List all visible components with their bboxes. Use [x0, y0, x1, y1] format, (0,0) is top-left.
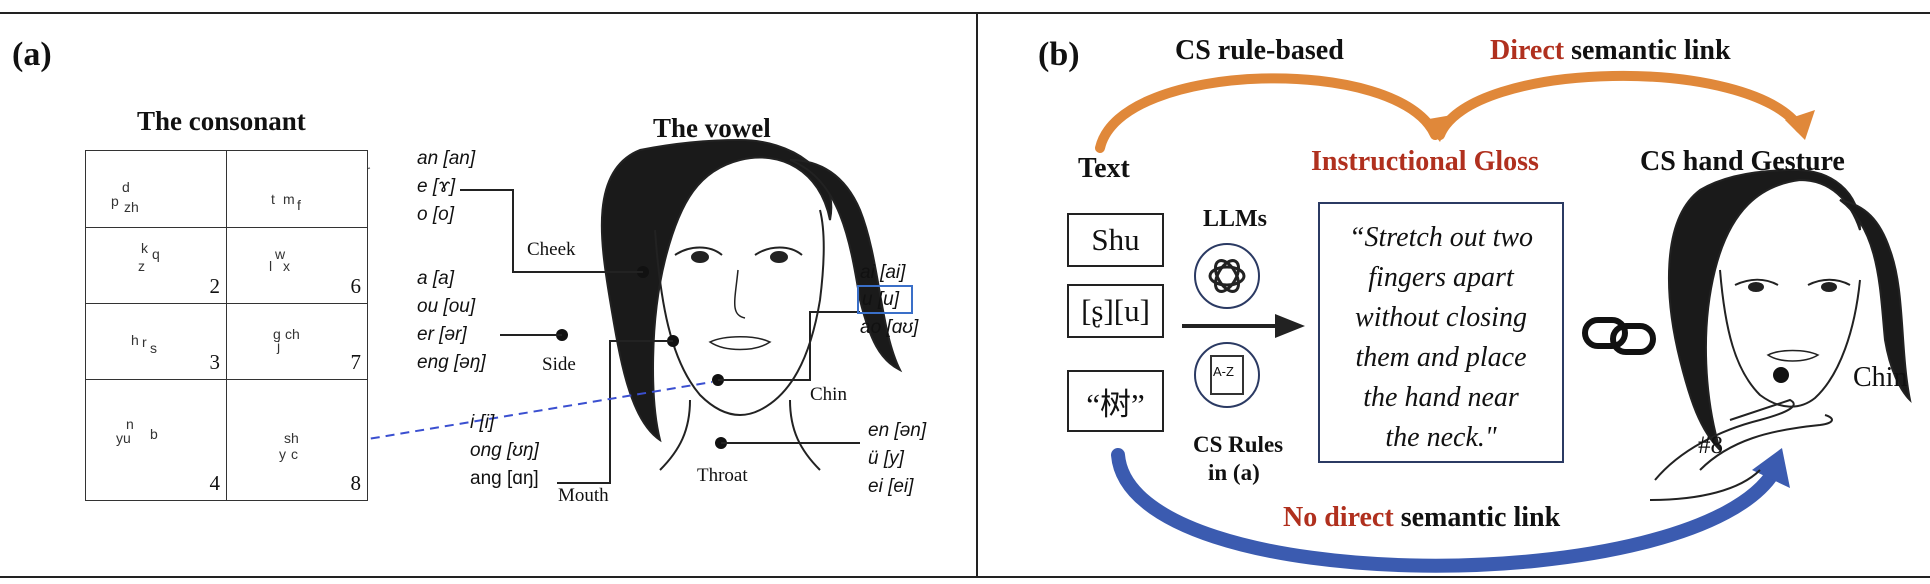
vowel-cheek-1: an [an] — [417, 148, 476, 169]
cell-letter: d — [122, 179, 130, 195]
vowel-throat-3: ei [ei] — [868, 476, 914, 497]
gloss-heading: Instructional Gloss — [1311, 146, 1539, 177]
region-mouth-label: Mouth — [558, 485, 609, 506]
no-direct-words: No direct — [1283, 502, 1394, 533]
vowel-side-2: ou [ou] — [417, 296, 476, 317]
consonant-cell-3: h r s 3 — [85, 303, 227, 380]
region-chin-label: Chin — [810, 384, 847, 405]
cell-letter: l — [269, 258, 273, 274]
vowel-chin-1: ai [ai] — [860, 262, 906, 283]
consonant-cell-6: w l x 6 — [226, 227, 368, 304]
cs-rule-based-caption: CS rule-based — [1175, 35, 1344, 66]
vowel-chin-3: ao [ɑʊ] — [860, 317, 919, 338]
vowel-cheek-2: e [ɤ] — [417, 176, 456, 197]
top-border — [0, 12, 1930, 14]
panel-divider — [976, 12, 978, 578]
vowel-side-1: a [a] — [417, 268, 454, 289]
gloss-line: fingers apart — [1368, 262, 1514, 293]
semantic-link-words: semantic link — [1564, 35, 1731, 66]
cell-letter: b — [150, 426, 158, 442]
rules-label-line2: in (a) — [1208, 460, 1260, 485]
region-cheek-label: Cheek — [527, 239, 576, 260]
vowel-side-4: eng [əŋ] — [417, 352, 486, 373]
cell-letter: yu — [116, 430, 131, 446]
region-throat-label: Throat — [697, 465, 748, 486]
cell-number: 6 — [350, 274, 362, 298]
panel-a-label: (a) — [12, 36, 52, 73]
cell-letter: t — [271, 191, 275, 207]
vowel-throat-1: en [ən] — [868, 420, 927, 441]
gloss-line: the hand near — [1363, 382, 1519, 413]
text-box-pinyin: Shu — [1067, 213, 1164, 267]
consonant-cell-7: g ch j 7 — [226, 303, 368, 380]
cell-letter: h — [131, 332, 139, 348]
rules-icon-text: A-Z — [1213, 364, 1234, 379]
cell-letter: g — [273, 326, 281, 342]
cell-letter: p — [111, 193, 119, 209]
direct-semantic-link-caption: Direct semantic link — [1490, 35, 1731, 67]
gesture-tag: #8 — [1698, 432, 1723, 459]
vowel-mouth-3: ang [ɑŋ] — [470, 468, 539, 489]
cell-letter: j — [277, 338, 281, 354]
consonant-cell-8: sh y c 8 — [226, 379, 368, 501]
cell-number: 2 — [209, 274, 221, 298]
llm-label: LLMs — [1203, 206, 1268, 232]
cell-letter: f — [297, 197, 301, 213]
direct-word: Direct — [1490, 35, 1565, 66]
cell-letter: n — [126, 416, 134, 432]
region-side-label: Side — [542, 354, 576, 375]
no-direct-semantic-link-caption: No direct semantic link — [1283, 502, 1560, 534]
vowel-cheek-3: o [o] — [417, 204, 454, 225]
gloss-line: “Stretch out two — [1348, 222, 1534, 253]
cell-letter: s — [150, 340, 157, 356]
instructional-gloss-box: “Stretch out two fingers apart without c… — [1318, 202, 1564, 463]
vowel-chin-2: u [u] — [862, 289, 899, 310]
cell-letter: z — [138, 258, 145, 274]
bottom-border — [0, 576, 1930, 578]
gloss-line: them and place — [1355, 342, 1527, 373]
rules-label-line1: CS Rules — [1193, 432, 1284, 457]
vowel-mouth-1: i [i] — [470, 412, 495, 433]
cell-number: 4 — [209, 471, 221, 495]
text-box-hanzi: “树” — [1067, 370, 1164, 432]
cell-number: 7 — [350, 350, 362, 374]
face-illustration-a — [600, 138, 903, 471]
vowel-throat-2: ü [y] — [868, 448, 904, 469]
consonant-cell-2: k q z 2 — [85, 227, 227, 304]
gloss-line: the neck." — [1385, 422, 1497, 453]
cell-letter: ch — [285, 326, 300, 342]
cell-letter: r — [142, 334, 147, 350]
cell-letter: zh — [124, 199, 139, 215]
cell-letter: c — [291, 446, 298, 462]
vowel-mouth-2: ong [ʊŋ] — [470, 440, 539, 461]
chin-label-b: Chin — [1853, 362, 1908, 393]
gesture-heading: CS hand Gesture — [1640, 146, 1845, 177]
cell-letter: m — [283, 191, 295, 207]
cell-letter: w — [275, 246, 286, 262]
cell-number: 3 — [209, 350, 221, 374]
consonant-title: The consonant — [137, 106, 306, 136]
text-box-ipa: [ʂ][u] — [1067, 284, 1164, 338]
vowel-side-3: er [ər] — [417, 324, 467, 345]
face-illustration-b — [1649, 168, 1912, 501]
panel-b-label: (b) — [1038, 36, 1080, 73]
vowel-title: The vowel — [653, 113, 771, 143]
cell-letter: y — [279, 446, 286, 462]
cell-letter: sh — [284, 430, 299, 446]
cell-letter: x — [283, 258, 290, 274]
semantic-link-words-bottom: semantic link — [1393, 502, 1561, 533]
cell-letter: q — [152, 246, 160, 262]
gloss-line: without closing — [1355, 302, 1527, 333]
text-heading: Text — [1078, 153, 1130, 184]
cell-number: 8 — [350, 471, 362, 495]
cell-letter: k — [141, 240, 148, 256]
consonant-cell-4: n yu b 4 — [85, 379, 227, 501]
chain-link-icon — [1582, 317, 1656, 355]
